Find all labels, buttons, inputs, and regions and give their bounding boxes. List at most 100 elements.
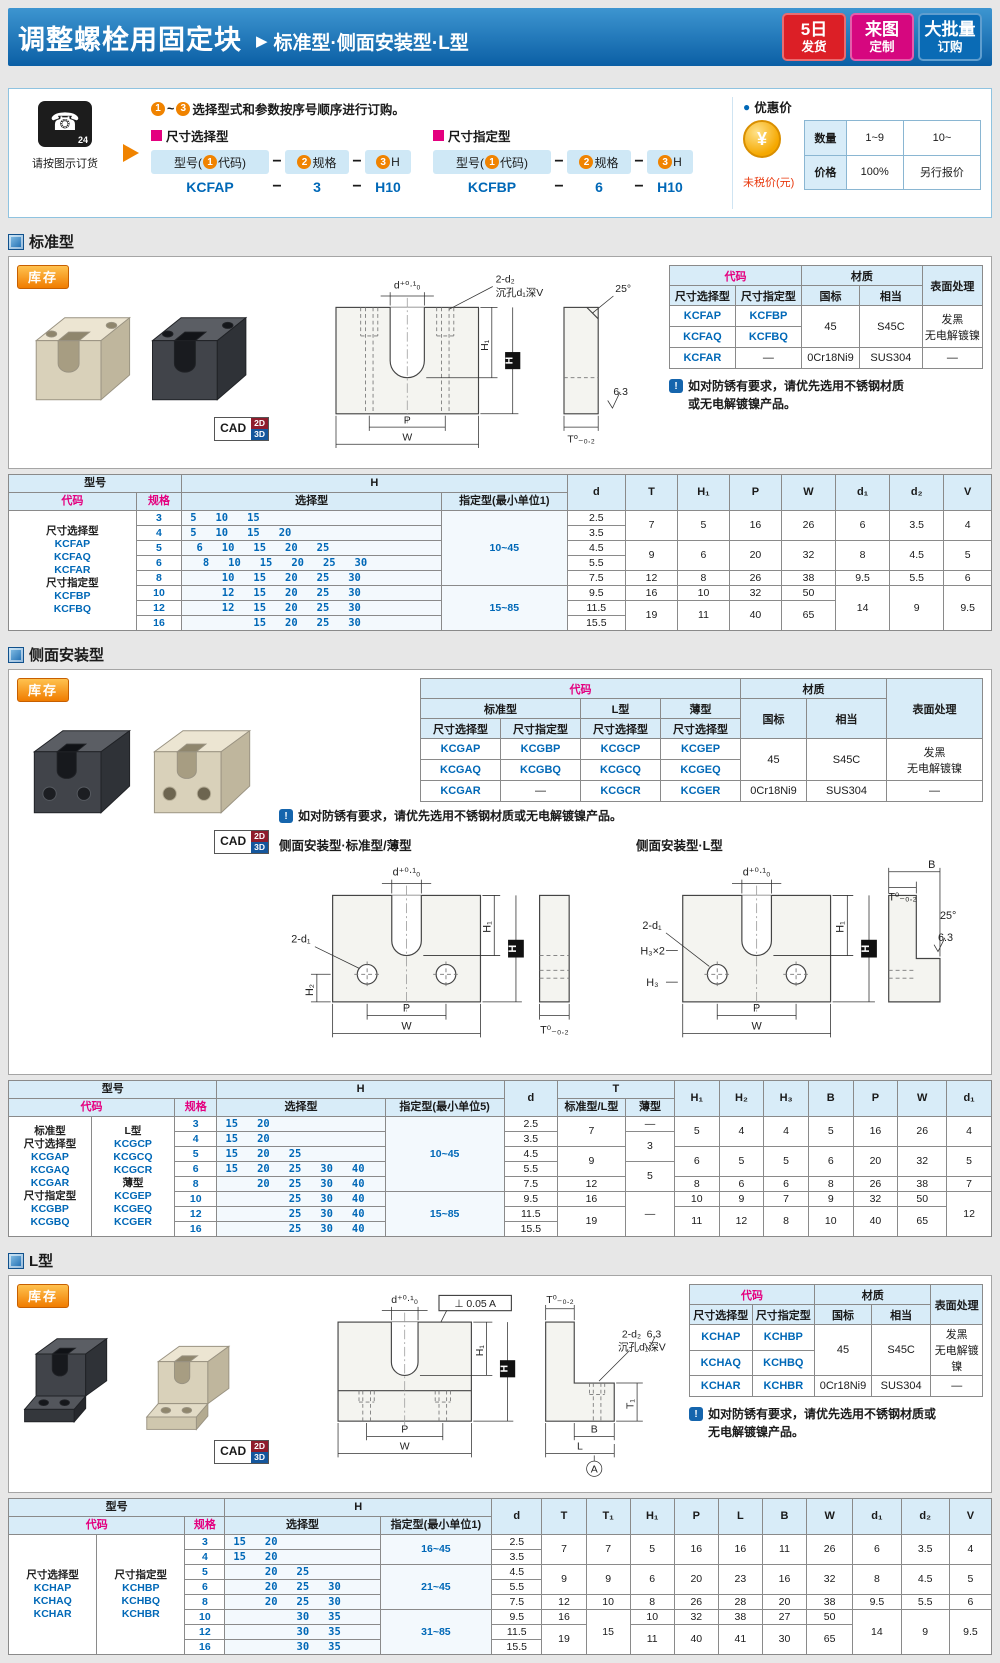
cell: 4.5 bbox=[503, 1146, 558, 1162]
cell: 9 bbox=[585, 1564, 631, 1595]
dim-label-h1: H₁ bbox=[475, 1345, 486, 1357]
pink-square-icon bbox=[151, 130, 162, 141]
column-header: P bbox=[673, 1498, 719, 1535]
dim-label-counterbore: 2-d₂ bbox=[496, 275, 515, 286]
cell: 6 bbox=[718, 1176, 765, 1192]
dim-label-w: W bbox=[402, 432, 412, 443]
cell: 20 bbox=[673, 1564, 719, 1595]
cell: 27 bbox=[761, 1609, 808, 1625]
column-header: 国标 bbox=[800, 285, 861, 306]
product-photo-l-type bbox=[23, 1337, 231, 1431]
column-header: 选择型 bbox=[216, 1098, 386, 1117]
circled-number-3-icon: 3 bbox=[658, 155, 673, 169]
column-header: 薄型 bbox=[624, 1098, 675, 1117]
cell: 10 bbox=[629, 1609, 675, 1625]
dim-label-t1: T₁ bbox=[625, 1399, 636, 1409]
cell: 10~ bbox=[902, 120, 982, 156]
cell: — bbox=[886, 780, 983, 802]
column-header: 国标 bbox=[740, 698, 807, 739]
dim-label-p: P bbox=[403, 1003, 410, 1015]
dim-label-h: H bbox=[860, 945, 872, 953]
section-title-standard: 标准型 bbox=[8, 231, 992, 252]
dim-label-d: d⁺⁰·¹₀ bbox=[743, 867, 771, 879]
cell: 16 bbox=[541, 1609, 587, 1625]
cell: 12 bbox=[556, 1176, 626, 1192]
cell: 3.5 bbox=[503, 1131, 558, 1147]
cell: 38 bbox=[780, 570, 837, 586]
stock-badge[interactable]: 库存 bbox=[17, 265, 70, 289]
column-header: 尺寸选择型 bbox=[660, 718, 741, 739]
cell: 5 bbox=[184, 1564, 226, 1580]
part-code: KCHBQ bbox=[121, 1594, 161, 1607]
size-select-label: 尺寸选择型 bbox=[151, 126, 411, 145]
cell: 发黑无电解镀镍 bbox=[930, 1324, 983, 1376]
column-header: d₁ bbox=[835, 474, 891, 511]
cell: 8 bbox=[173, 1176, 218, 1192]
circled-number-1-icon: 1 bbox=[485, 155, 499, 169]
column-header: 选择型 bbox=[224, 1516, 381, 1535]
column-header: P bbox=[728, 474, 782, 511]
cell: 6 bbox=[173, 1161, 218, 1177]
dim-label-h2: H₂ bbox=[304, 984, 316, 996]
stock-badge[interactable]: 库存 bbox=[17, 1284, 70, 1308]
cell: 40 bbox=[852, 1206, 899, 1237]
cell: 2.5 bbox=[503, 1116, 558, 1132]
dim-label-h: H bbox=[507, 945, 519, 953]
cell: 5 bbox=[173, 1146, 218, 1162]
cell: 7 bbox=[625, 510, 678, 541]
part-code: KCHBP bbox=[122, 1581, 160, 1594]
cell: 12 bbox=[541, 1594, 587, 1610]
cell: — bbox=[734, 347, 802, 369]
cell: KCGAP bbox=[420, 738, 501, 760]
cell: 发黑无电解镀镍 bbox=[886, 738, 983, 781]
column-header: B bbox=[761, 1498, 808, 1535]
column-header: T bbox=[625, 474, 678, 511]
cell: KCHBQ bbox=[751, 1349, 816, 1376]
column-header: 尺寸指定型 bbox=[500, 718, 581, 739]
cell: KCFAP bbox=[669, 305, 736, 327]
stock-badge[interactable]: 库存 bbox=[17, 678, 70, 702]
column-header: d bbox=[491, 1498, 543, 1535]
section-title-l-type: L型 bbox=[8, 1250, 992, 1271]
column-header: 规格 bbox=[135, 492, 183, 511]
dim-label-counterbore-note: 沉孔d₁深V bbox=[496, 286, 544, 299]
dim-label-t: T⁰₋₀.₂ bbox=[546, 1295, 573, 1306]
stack-label: 薄型 bbox=[122, 1176, 144, 1189]
cell: 11 bbox=[761, 1534, 808, 1565]
cell: 14 bbox=[852, 1609, 902, 1655]
cell: SUS304 bbox=[870, 1375, 932, 1397]
cell: 4 bbox=[948, 1534, 993, 1565]
cell: 5 10 15 20 bbox=[181, 525, 442, 541]
cell: 65 bbox=[780, 600, 837, 631]
column-header: 尺寸选择型 bbox=[669, 285, 736, 306]
cell: 12 bbox=[184, 1624, 226, 1640]
phone-order-block: ☎ 24 请按图示订货 bbox=[19, 97, 111, 209]
order-instructions-panel: ☎ 24 请按图示订货 1 ~ 3 选择型式和参数按序号顺序进行订购。 尺寸选择… bbox=[8, 88, 992, 218]
column-header: 表面处理 bbox=[886, 678, 983, 739]
circled-number-2-icon: 2 bbox=[579, 155, 594, 169]
standard-type-panel: 库存 bbox=[8, 256, 992, 469]
cell: 15 bbox=[585, 1609, 631, 1655]
cell: 7.5 bbox=[491, 1594, 543, 1610]
page-title: 调整螺栓用固定块 bbox=[18, 24, 242, 55]
cell: 4 bbox=[943, 510, 992, 541]
cell: 26 bbox=[852, 1176, 899, 1192]
column-header: 选择型 bbox=[181, 492, 442, 511]
cell: 14 bbox=[835, 585, 891, 631]
dark-block bbox=[23, 1337, 109, 1424]
side-mount-type-panel: 库存 bbox=[8, 669, 992, 1075]
column-header: 尺寸选择型 bbox=[420, 718, 501, 739]
